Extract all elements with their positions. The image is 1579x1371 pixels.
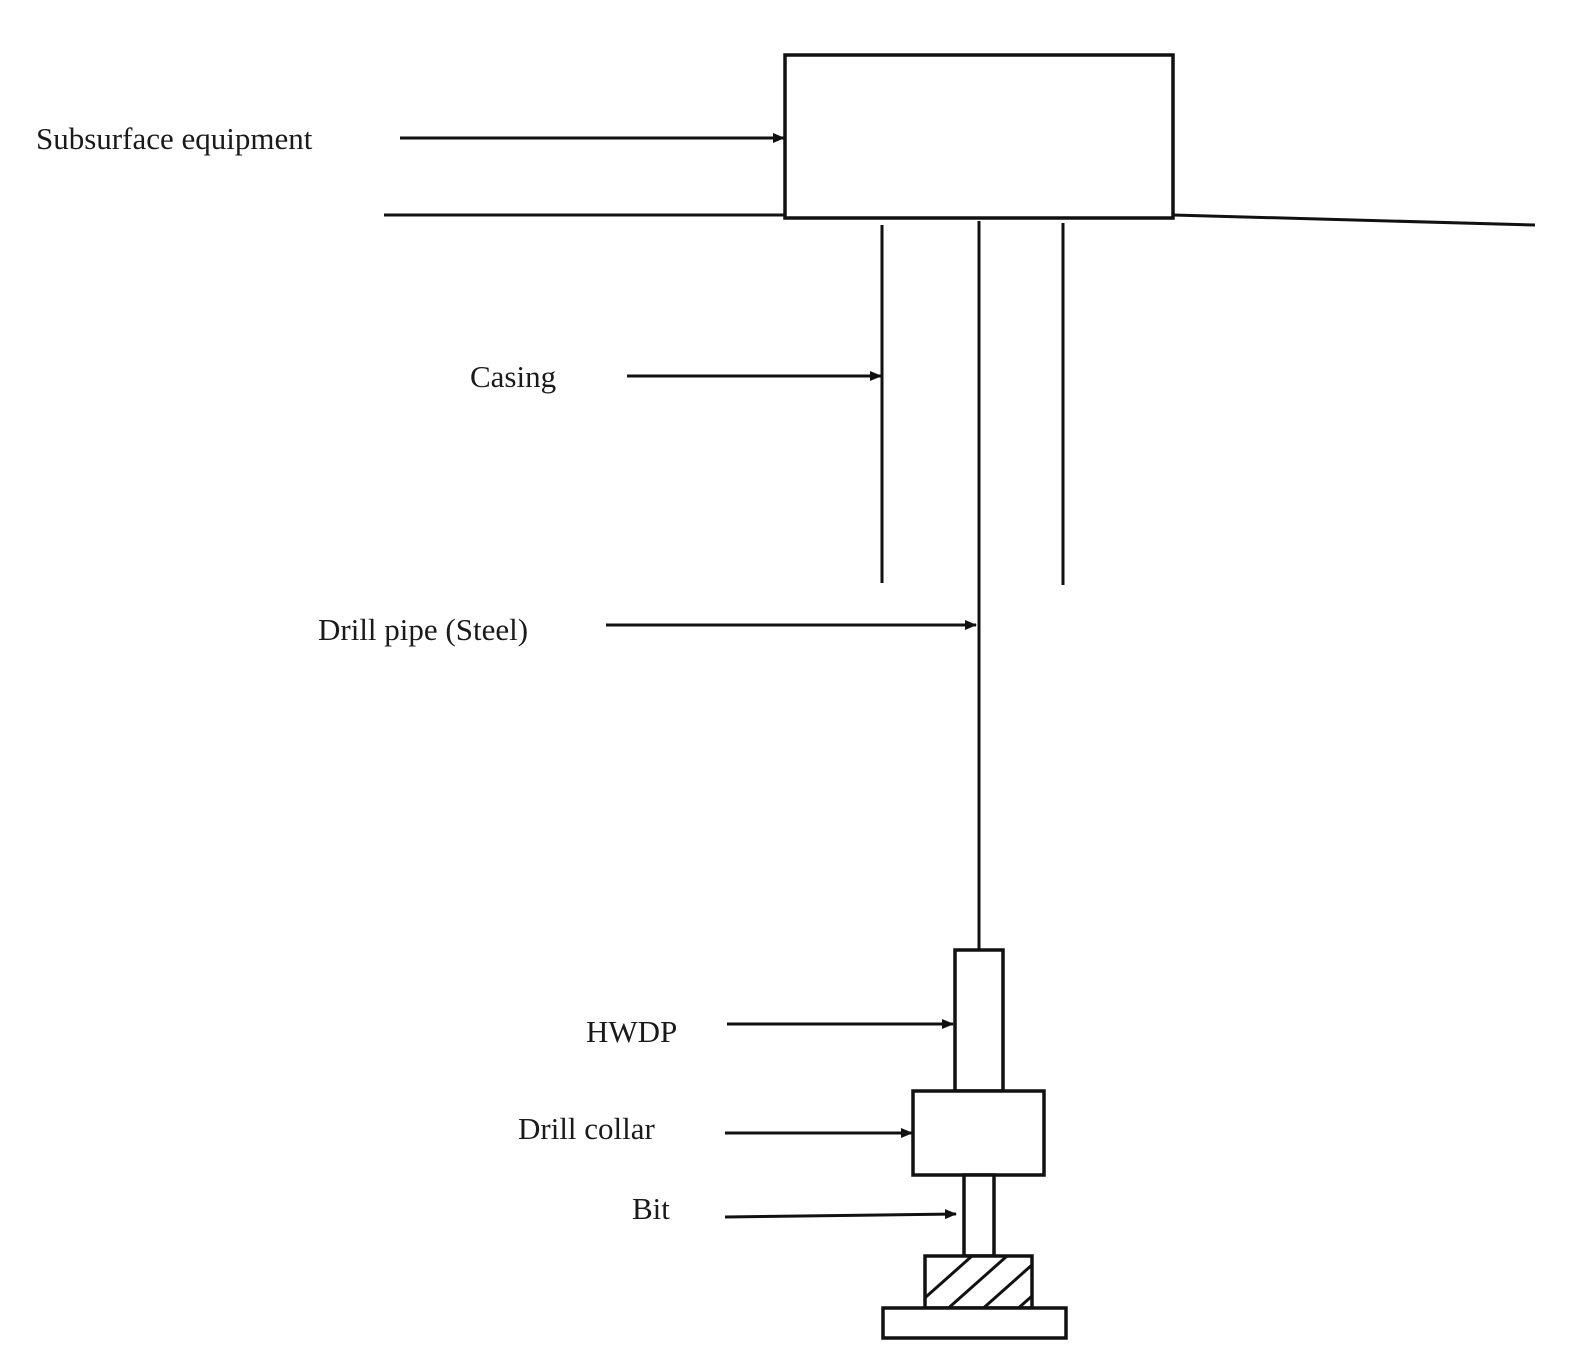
subsurface-equipment-label: Subsurface equipment	[36, 121, 313, 156]
subsurface-equipment-box	[783, 53, 1175, 220]
ground-line-right	[1172, 213, 1536, 227]
casing-label: Casing	[470, 359, 556, 394]
bit-label: Bit	[632, 1191, 670, 1226]
bit-shank	[962, 1173, 996, 1258]
hwdp-label: HWDP	[586, 1014, 677, 1049]
drill-pipe-label: Drill pipe (Steel)	[318, 612, 528, 647]
bit-base-plate	[881, 1306, 1068, 1340]
drill-collar-label: Drill collar	[518, 1111, 656, 1146]
drill-collar-body	[911, 1089, 1046, 1177]
hwdp-body	[953, 948, 1005, 1093]
bit-arrow	[724, 1209, 957, 1220]
